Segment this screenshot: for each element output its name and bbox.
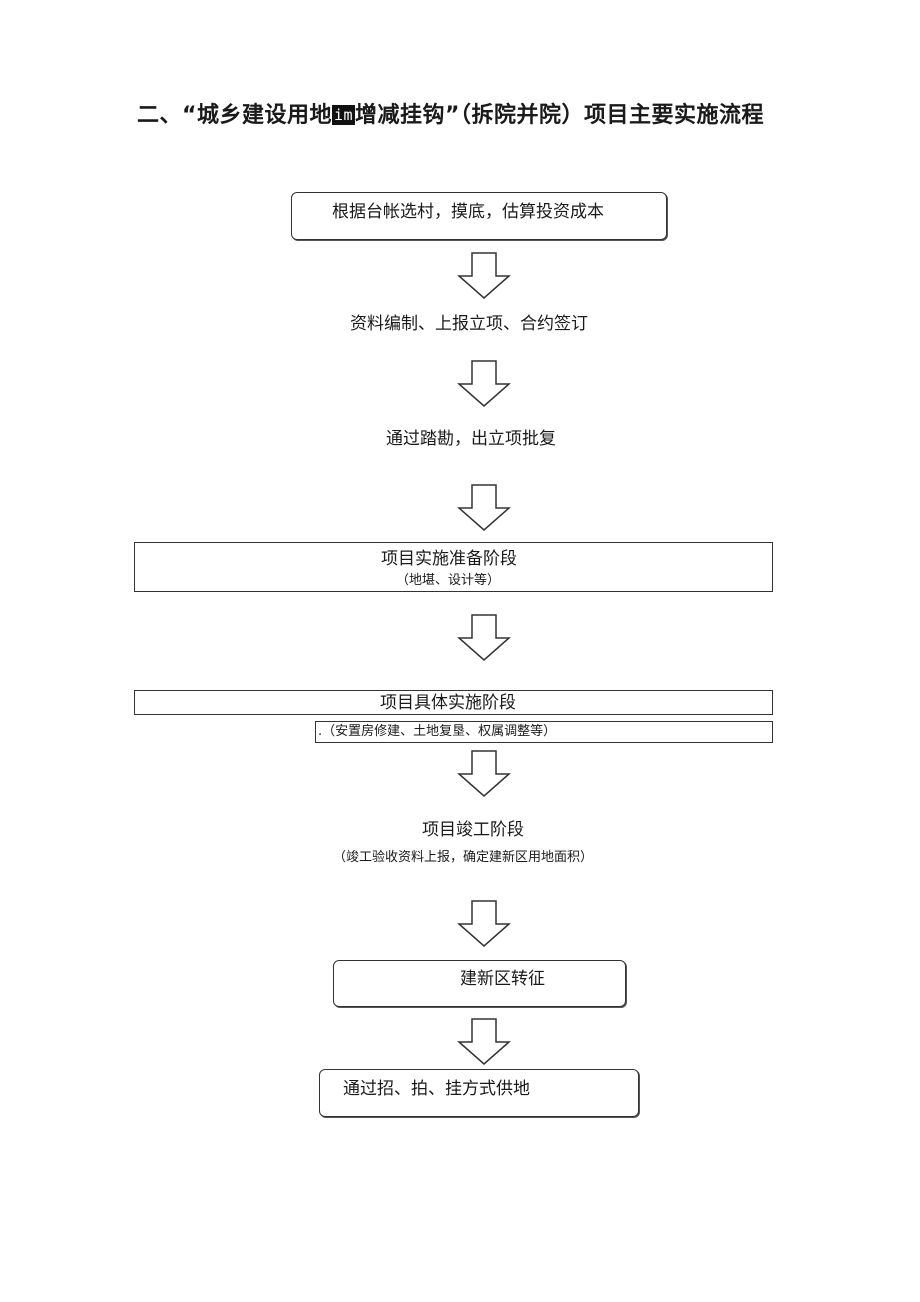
title-part-1: 二、“城乡建设用地 [137,103,332,128]
step-5-note: .（安置房修建、土地复垦、权属调整等） [318,724,557,739]
step-5-box [134,690,773,715]
step-1-box [291,192,667,240]
step-8-label: 通过招、拍、挂方式供地 [343,1079,530,1099]
step-5-note-box [315,721,773,743]
step-4-title: 项目实施准备阶段 [381,549,517,569]
arrow-down-icon-1 [457,252,511,300]
arrow-down-icon-6 [457,900,511,948]
arrow-down-icon-4 [457,614,511,662]
arrow-down-icon-2 [457,360,511,408]
step-2-label: 资料编制、上报立项、合约签订 [350,314,588,334]
step-4-note: （地堪、设计等） [396,573,501,588]
step-8-box [319,1069,639,1117]
arrow-down-icon-7 [457,1018,511,1066]
step-1-label: 根据台帐选村，摸底，估算投资成本 [332,202,604,222]
arrow-down-icon-3 [457,484,511,532]
arrow-down-icon-5 [457,750,511,798]
step-6-title: 项目竣工阶段 [422,820,524,840]
step-5-title: 项目具体实施阶段 [380,693,516,713]
step-3-label: 通过踏勘，出立项批复 [386,429,556,449]
title-highlight-mark: im [331,105,356,125]
step-7-box [333,960,626,1007]
title-part-2: 增减挂钩”（拆院并院）项目主要实施流程 [355,103,764,128]
step-6-note: （竣工验收资料上报，确定建新区用地面积） [333,850,594,865]
step-4-box [134,542,773,592]
step-7-label: 建新区转征 [460,969,545,989]
